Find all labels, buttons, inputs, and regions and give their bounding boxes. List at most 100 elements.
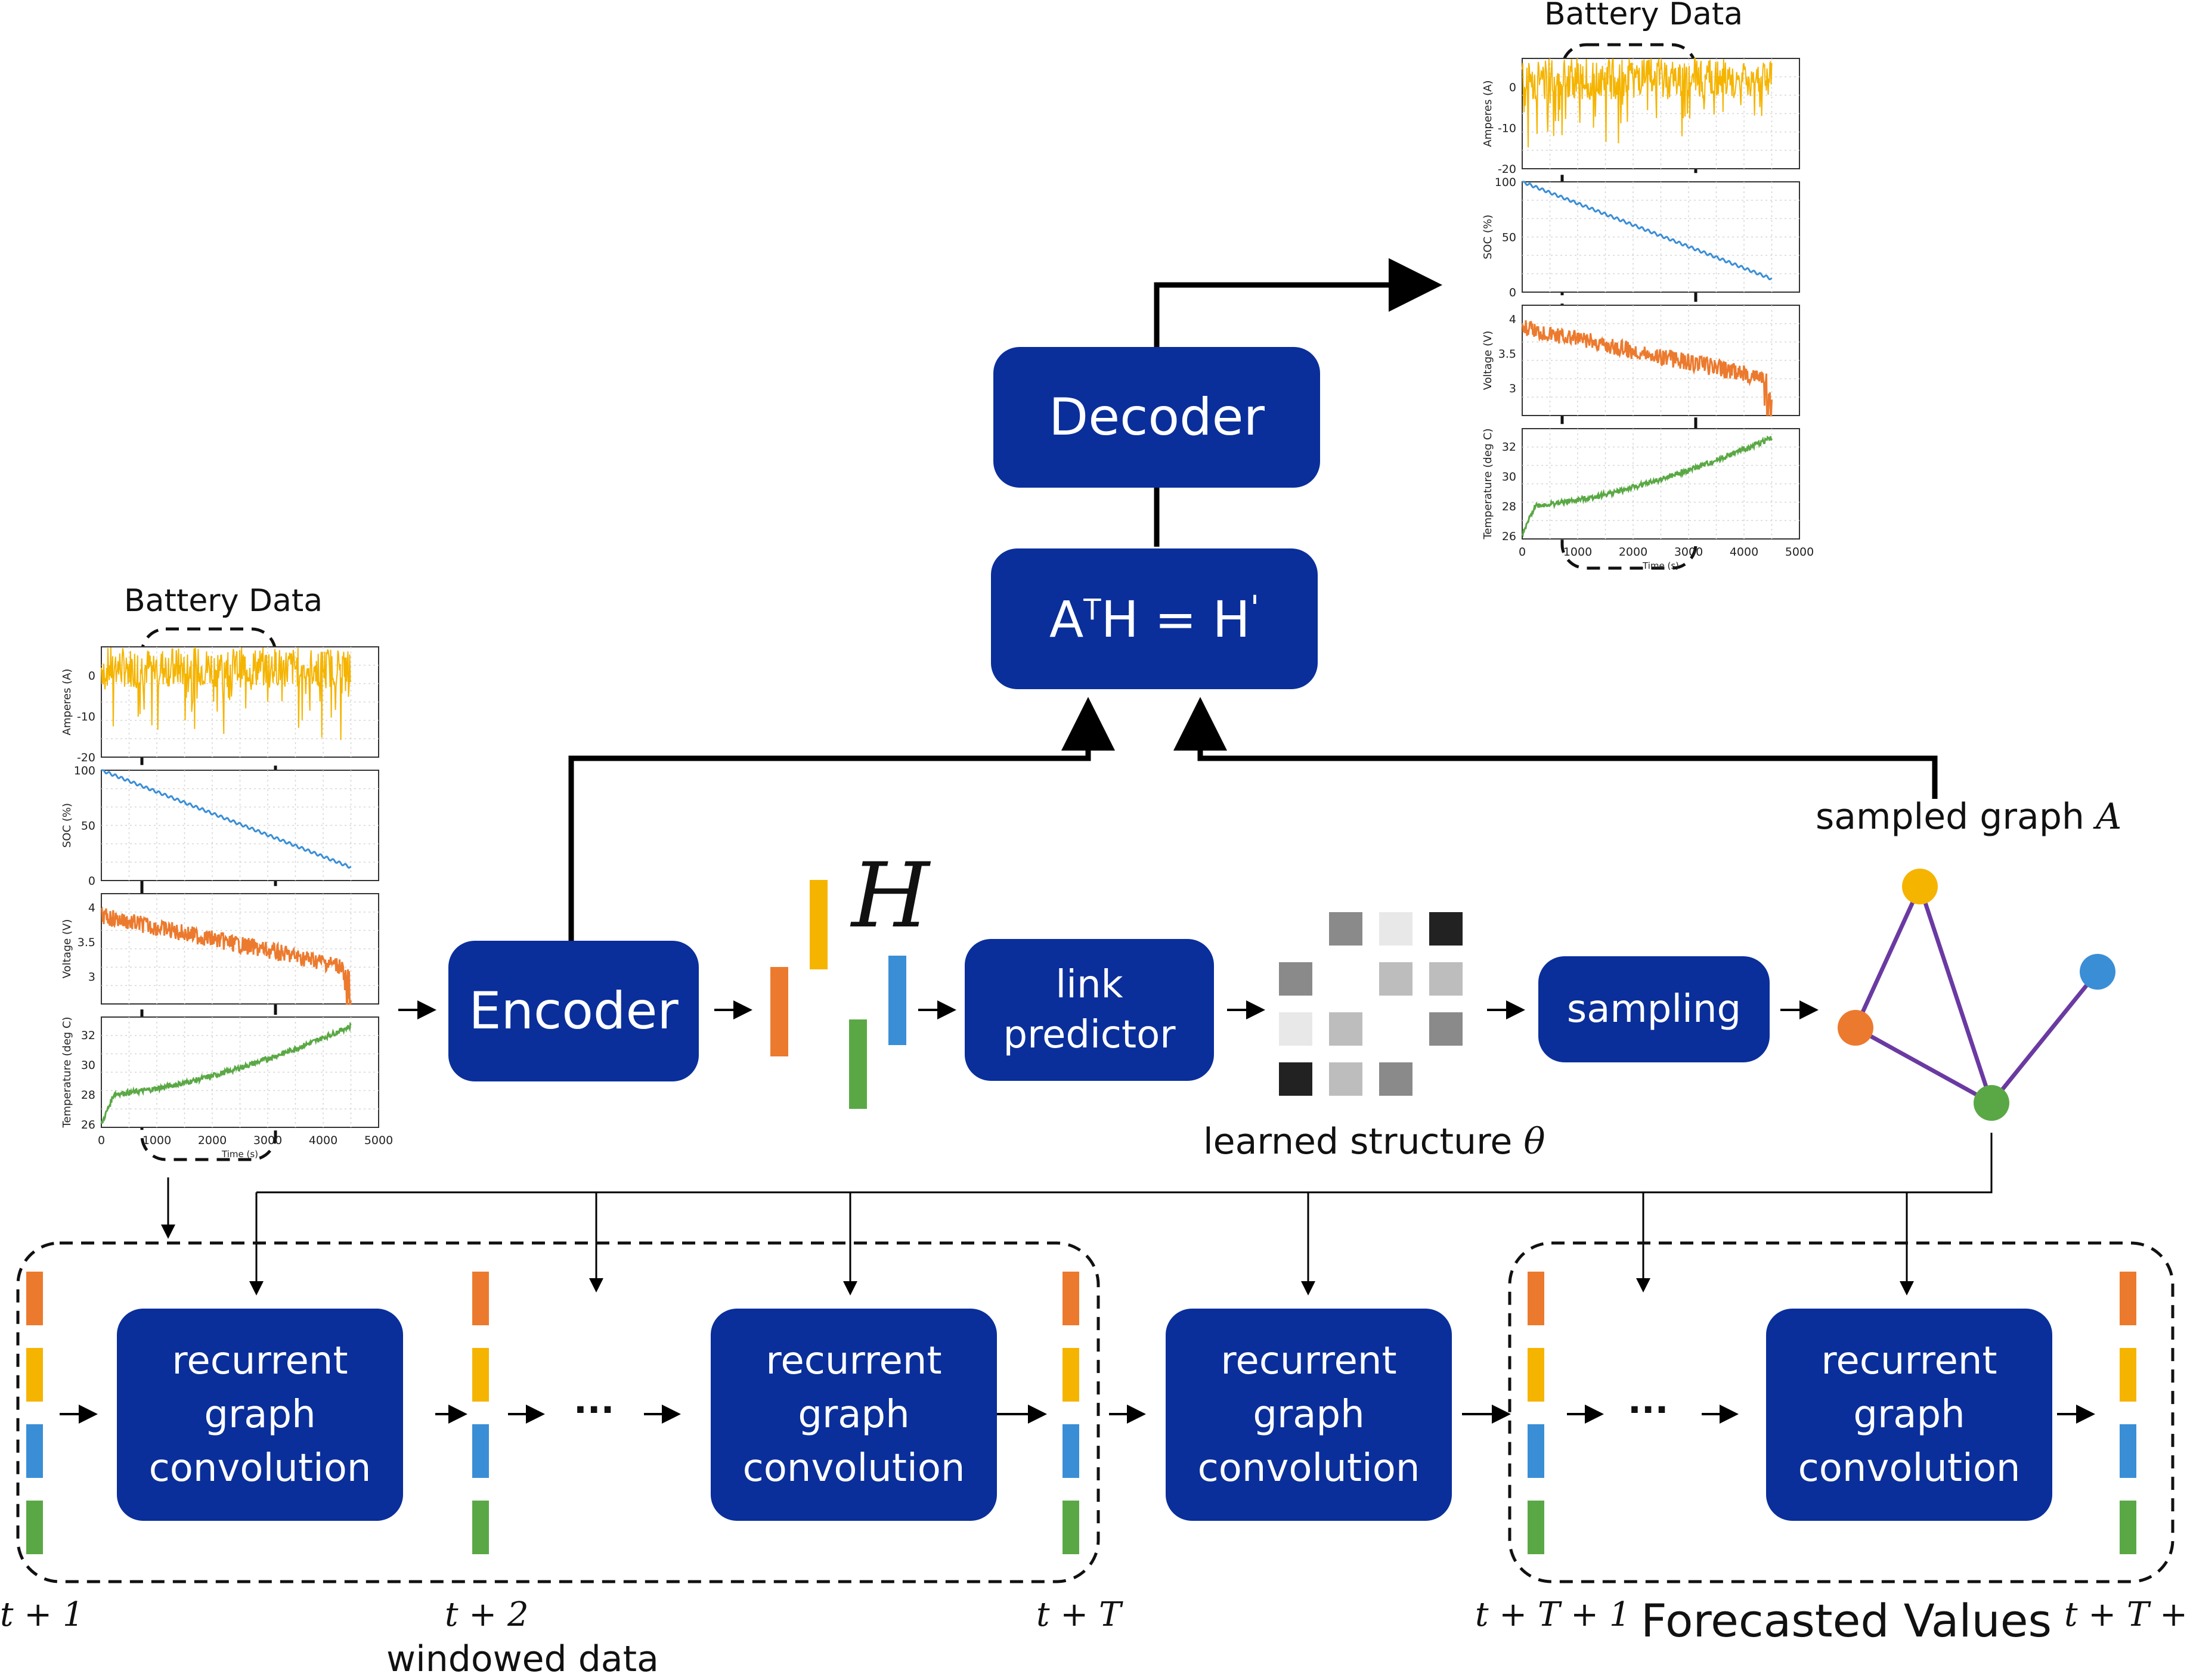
encoder-to-ath-arrow [568, 697, 1115, 943]
graph-node-soc [2080, 954, 2115, 990]
node-feature-bar [2120, 1424, 2136, 1478]
graph-to-ath-arrow [1173, 697, 1938, 799]
pipeline-arrows [60, 1000, 2095, 1424]
battery-data-title-input: Battery Data [124, 583, 323, 619]
link-predictor-label-1: link [1055, 963, 1123, 1007]
ath-equation: ATH = H' [1049, 589, 1259, 649]
decoder-label: Decoder [1049, 388, 1265, 447]
plot-ytick: 3 [88, 971, 95, 984]
sampling-block: sampling [1538, 956, 1770, 1062]
plot-xlabel: Time (s) [221, 1149, 258, 1160]
theta-cell [1279, 1062, 1312, 1096]
plot-series [1522, 181, 1773, 281]
time-label-t-plus-T-plus-1: t + T + 1 [1475, 1595, 1631, 1634]
plot-ytick: 0 [1509, 81, 1516, 94]
node-feature-bar [1528, 1501, 1544, 1554]
rgc-label: graph [1853, 1393, 1965, 1437]
plot-ytick: 30 [1502, 470, 1516, 483]
rgc-label: graph [1253, 1393, 1365, 1437]
plot-ytick: -20 [77, 751, 95, 764]
node-feature-bar [26, 1348, 43, 1402]
rgc-label: recurrent [172, 1339, 348, 1383]
encoder-block: Encoder [448, 941, 699, 1081]
node-feature-bar [26, 1272, 43, 1325]
rgc-label: convolution [1798, 1446, 2021, 1490]
graph-node-current [1902, 869, 1938, 904]
plot-xtick: 1000 [1563, 545, 1592, 559]
time-label-t-plus-2: t + 2 [445, 1595, 529, 1634]
plot-ytick: -10 [77, 710, 95, 723]
learned-structure-grid [1279, 912, 1463, 1096]
node-feature-bar [472, 1424, 489, 1478]
plot-series [1521, 320, 1773, 417]
link-predictor-label-2: predictor [1003, 1013, 1176, 1057]
plot-xtick: 4000 [1730, 545, 1758, 559]
ath-block: ATH = H' [991, 548, 1318, 689]
node-feature-bar [26, 1501, 43, 1554]
theta-cell [1429, 912, 1463, 946]
battery-data-title-output: Battery Data [1544, 0, 1743, 32]
theta-cell [1329, 1062, 1362, 1096]
time-label-t-plus-T: t + T [1036, 1595, 1122, 1634]
plot-series [1522, 58, 1773, 148]
plot-ylabel: SOC (%) [1482, 215, 1494, 259]
plot-xtick: 2000 [1619, 545, 1647, 559]
plot-series [101, 647, 351, 740]
plot-xlabel: Time (s) [1642, 560, 1679, 571]
plot-ytick: 28 [1502, 500, 1516, 513]
link-predictor-block: link predictor [965, 939, 1214, 1081]
graph-broadcast [161, 1133, 1993, 1295]
plot-xtick: 2000 [198, 1134, 227, 1147]
h-bar-soc [888, 956, 906, 1045]
forecasted-values-label: Forecasted Values [1641, 1594, 2052, 1647]
theta-cell [1379, 962, 1412, 996]
plot-ytick: 3.5 [1498, 348, 1516, 361]
sampled-graph-var: A [2096, 796, 2122, 838]
plot-series [100, 906, 352, 1005]
theta-cell [1279, 962, 1312, 996]
plot-ytick: 100 [74, 764, 95, 777]
ath-t: T [1083, 593, 1101, 627]
rgc-label: convolution [742, 1446, 965, 1490]
theta-cell [1429, 962, 1463, 996]
node-feature-bar [1528, 1424, 1544, 1478]
plot-ytick: 3 [1509, 382, 1516, 395]
rgc-label: graph [798, 1393, 910, 1437]
plot-ytick: 0 [1509, 286, 1516, 299]
theta-cell [1279, 1012, 1312, 1046]
plot-ylabel: Voltage (V) [1482, 331, 1494, 390]
windowed-data-label: windowed data [386, 1638, 659, 1680]
plot-ytick: 32 [81, 1029, 95, 1042]
plot-xtick: 0 [98, 1134, 105, 1147]
ellipsis-2: ··· [1628, 1389, 1669, 1431]
theta-cell [1379, 1062, 1412, 1096]
plot-ylabel: SOC (%) [61, 803, 73, 848]
h-symbol: H [851, 844, 930, 948]
node-feature-bar [1063, 1424, 1079, 1478]
plot-ytick: 26 [1502, 530, 1516, 543]
plot-ytick: -10 [1498, 122, 1516, 135]
plot-ytick: 4 [88, 901, 95, 915]
plot-xtick: 0 [1519, 545, 1526, 559]
graph-edge [1853, 885, 1922, 1029]
thick-connectors [568, 258, 1938, 943]
theta-cell [1429, 1012, 1463, 1046]
theta-symbol: θ [1523, 1121, 1545, 1163]
rgc-label: graph [204, 1393, 316, 1437]
plot-series [101, 769, 352, 869]
node-feature-bar [26, 1424, 43, 1478]
ellipsis-1: ··· [574, 1389, 615, 1431]
plot-ytick: 26 [81, 1118, 95, 1132]
plot-ytick: 4 [1509, 313, 1516, 326]
h-bar-current [810, 880, 828, 969]
plot-xtick: 5000 [364, 1134, 393, 1147]
plot-ytick: 50 [1502, 231, 1516, 244]
learned-structure-label: learned structure θ [1203, 1121, 1545, 1163]
node-feature-bar [472, 1348, 489, 1402]
